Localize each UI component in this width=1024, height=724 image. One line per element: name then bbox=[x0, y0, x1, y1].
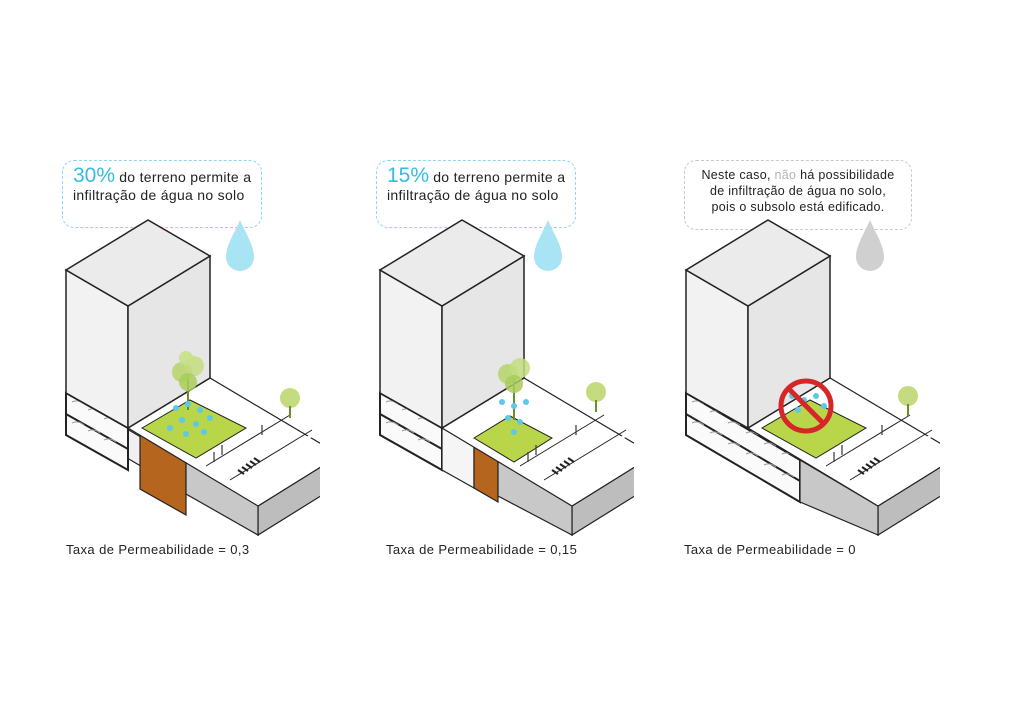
permeable-green-area bbox=[473, 415, 554, 463]
percent-value: 15% bbox=[387, 164, 430, 187]
isometric-block-scene bbox=[684, 219, 940, 537]
panel-rate-0-15: 15% do terreno permite a infiltração de … bbox=[314, 0, 634, 724]
callout-negation: não bbox=[774, 168, 797, 182]
isometric-block-scene bbox=[64, 219, 320, 537]
callout-30-percent: 30% do terreno permite a infiltração de … bbox=[62, 160, 262, 228]
permeability-caption: Taxa de Permeabilidade = 0,15 bbox=[386, 542, 578, 557]
panel-rate-0-3: 30% do terreno permite a infiltração de … bbox=[0, 0, 320, 724]
callout-line1-post: há possibilidade bbox=[796, 168, 895, 182]
water-drop-icon bbox=[534, 220, 562, 271]
water-drop-icon bbox=[226, 220, 254, 271]
callout-line1-pre: Neste caso, bbox=[701, 168, 775, 182]
callout-line1: do terreno permite a bbox=[429, 169, 566, 185]
callout-line2: infiltração de água no solo bbox=[387, 187, 559, 203]
street-tree-icon bbox=[898, 386, 918, 416]
callout-line2: infiltração de água no solo bbox=[73, 187, 245, 203]
isometric-block-scene bbox=[378, 219, 634, 537]
permeability-caption: Taxa de Permeabilidade = 0 bbox=[684, 542, 856, 557]
no-entry-icon bbox=[778, 378, 834, 434]
callout-line1: do terreno permite a bbox=[115, 169, 252, 185]
panel-rate-0: Neste caso, não há possibilidade de infi… bbox=[620, 0, 940, 724]
building-roof bbox=[378, 219, 526, 307]
callout-line2: de infiltração de água no solo, bbox=[709, 184, 887, 198]
building-roof bbox=[684, 219, 832, 307]
callout-line3: pois o subsolo está edificado. bbox=[711, 200, 885, 214]
permeability-caption: Taxa de Permeabilidade = 0,3 bbox=[66, 542, 250, 557]
callout-15-percent: 15% do terreno permite a infiltração de … bbox=[376, 160, 576, 228]
rain-drops bbox=[167, 401, 213, 437]
street-tree-icon bbox=[586, 382, 606, 412]
rain-drops bbox=[499, 399, 529, 435]
water-drop-grey-icon bbox=[856, 220, 884, 271]
tree-icon bbox=[498, 358, 530, 420]
callout-no-infiltration: Neste caso, não há possibilidade de infi… bbox=[684, 160, 912, 230]
percent-value: 30% bbox=[73, 164, 116, 187]
building-roof bbox=[64, 219, 212, 307]
street-tree-icon bbox=[280, 388, 300, 418]
